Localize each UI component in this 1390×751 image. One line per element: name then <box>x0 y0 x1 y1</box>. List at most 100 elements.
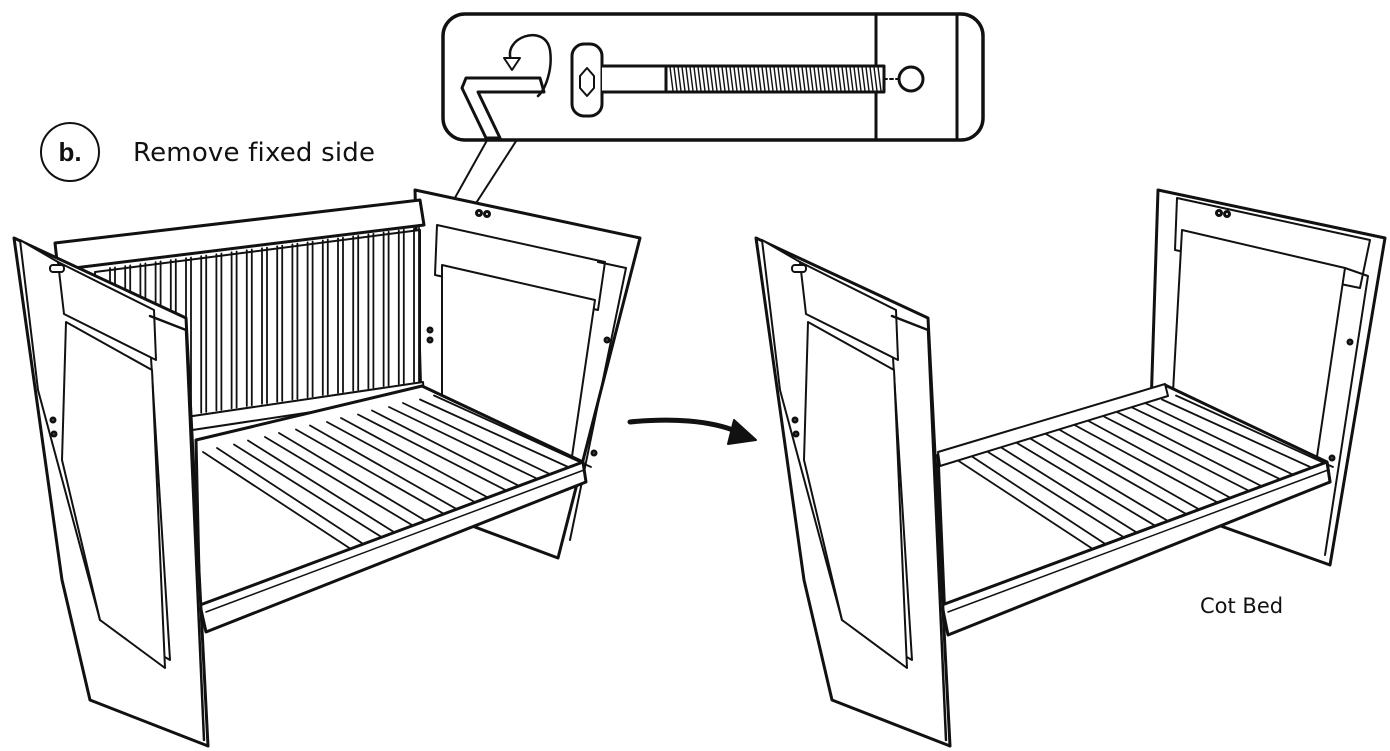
thread-line <box>805 66 810 92</box>
base-slat <box>419 398 578 472</box>
thread-line <box>765 66 770 92</box>
thread-line <box>749 66 754 92</box>
thread-line <box>849 66 854 92</box>
result-label: Cot Bed <box>1200 594 1284 618</box>
thread-line <box>785 66 790 92</box>
thread-line <box>701 66 706 92</box>
thread-line <box>721 66 726 92</box>
thread-line <box>753 66 758 92</box>
base-slat <box>264 436 423 532</box>
thread-line <box>873 66 878 92</box>
base-slat <box>1037 428 1196 520</box>
thread-line <box>809 66 814 92</box>
base-slat <box>433 394 592 468</box>
thread-line <box>837 66 842 92</box>
bolt-icon <box>570 42 886 118</box>
base-slats <box>202 394 592 556</box>
base-slat <box>1006 436 1165 532</box>
thread-line <box>717 66 722 92</box>
base-slat <box>944 451 1103 556</box>
thread-line <box>769 66 774 92</box>
thread-line <box>773 66 778 92</box>
thread-line <box>745 66 750 92</box>
step-title: Remove fixed side <box>133 138 376 168</box>
rotate-arrow-icon <box>503 33 552 98</box>
thread-line <box>853 66 858 92</box>
thread-line <box>681 66 686 92</box>
thread-line <box>713 66 718 92</box>
base-slat <box>989 439 1148 540</box>
thread-line <box>797 66 802 92</box>
base-slat <box>278 432 437 528</box>
thread-line <box>693 66 698 92</box>
thread-line <box>813 66 818 92</box>
thread-line <box>857 66 862 92</box>
base-slat <box>309 424 468 516</box>
thread-line <box>725 66 730 92</box>
thread-line <box>825 66 830 92</box>
base-slat <box>295 428 454 520</box>
thread-line <box>877 66 882 92</box>
thread-line <box>817 66 822 92</box>
base-slat <box>202 451 361 556</box>
thread-line <box>777 66 782 92</box>
base-slat <box>388 406 547 484</box>
thread-line <box>833 66 838 92</box>
base-slats <box>944 394 1334 556</box>
base-slat <box>326 421 485 508</box>
base-slat <box>1051 424 1210 516</box>
thread-line <box>757 66 762 92</box>
allen-key-icon <box>460 76 546 140</box>
base-slat <box>1144 402 1303 480</box>
thread-line <box>677 66 682 92</box>
base-slat <box>1020 432 1179 528</box>
thread-line <box>705 66 710 92</box>
thread-line <box>729 66 734 92</box>
detail-callout <box>407 12 985 291</box>
thread-line <box>801 66 806 92</box>
thread-line <box>669 66 674 92</box>
base-slat <box>402 402 561 480</box>
base-slat <box>958 447 1117 552</box>
thread-line <box>781 66 786 92</box>
transition-arrow-icon <box>627 417 757 445</box>
bolt-hole-icon <box>883 65 925 93</box>
base-slat <box>371 409 530 492</box>
thread-line <box>829 66 834 92</box>
thread-line <box>733 66 738 92</box>
base-slat <box>1068 421 1227 508</box>
thread-line <box>673 66 678 92</box>
base-slat <box>340 417 499 504</box>
base-slat <box>1130 406 1289 484</box>
base-slat <box>1113 409 1272 492</box>
base-slat <box>247 439 406 540</box>
base-slat <box>1082 417 1241 504</box>
thread-line <box>709 66 714 92</box>
thread-line <box>793 66 798 92</box>
base-slat <box>1161 398 1320 472</box>
base-slat <box>1175 394 1334 468</box>
thread-line <box>845 66 850 92</box>
base-slat <box>216 447 375 552</box>
thread-line <box>737 66 742 92</box>
base-slat <box>233 443 392 544</box>
thread-line <box>841 66 846 92</box>
thread-line <box>761 66 766 92</box>
thread-line <box>685 66 690 92</box>
base-slat <box>975 443 1134 544</box>
bolt-thread <box>669 66 882 92</box>
base-slat <box>1099 413 1258 496</box>
thread-line <box>821 66 826 92</box>
cot-before-illustration <box>12 188 642 748</box>
thread-line <box>865 66 870 92</box>
thread-line <box>741 66 746 92</box>
thread-line <box>789 66 794 92</box>
base-slat <box>357 413 516 496</box>
thread-line <box>689 66 694 92</box>
thread-line <box>861 66 866 92</box>
step-marker: b. <box>40 122 100 182</box>
cot-bed-illustration <box>754 188 1387 748</box>
thread-line <box>697 66 702 92</box>
thread-line <box>869 66 874 92</box>
